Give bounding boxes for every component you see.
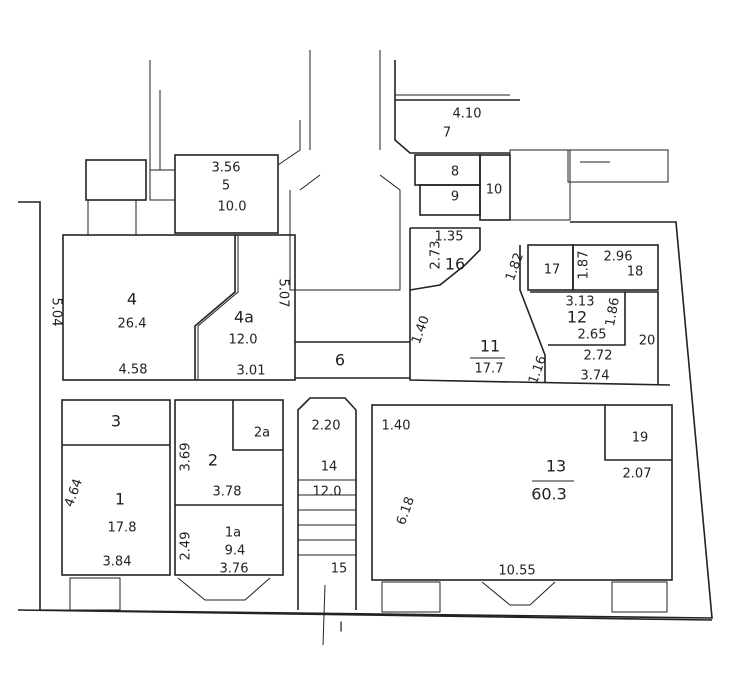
dim-label: 2.72 — [584, 349, 613, 364]
room-number: 14 — [321, 460, 338, 475]
dim-label: 2.49 — [179, 532, 194, 561]
room-number: 5 — [222, 179, 230, 194]
room-area: 10.0 — [218, 200, 247, 215]
dim-label: 1.16 — [526, 354, 550, 386]
room-number: 2a — [254, 426, 270, 441]
room-number: 17 — [544, 263, 561, 278]
dim-label: 1.40 — [382, 419, 411, 434]
room-area: 60.3 — [531, 485, 567, 504]
room-number: 2 — [208, 451, 218, 470]
dim-label: 5.04 — [49, 298, 64, 327]
dim-label: 2.73 — [429, 241, 444, 270]
dim-label: 2.96 — [604, 250, 633, 265]
dim-label: 1.82 — [503, 251, 527, 283]
room-number: 12 — [567, 308, 587, 327]
dim-label: 1.40 — [409, 314, 433, 346]
dim-label: 4.58 — [119, 363, 148, 378]
dim-label: 3.69 — [179, 443, 194, 472]
dim-label: 1.35 — [435, 230, 464, 245]
dim-label: 3.76 — [220, 562, 249, 577]
room-area: 26.4 — [118, 317, 147, 332]
dim-label: 4.64 — [62, 477, 86, 509]
entrance-marker: I — [339, 621, 343, 636]
room-number: 13 — [546, 457, 566, 476]
room-number: 8 — [451, 165, 459, 180]
room-number: 9 — [451, 190, 459, 205]
dim-label: 1.86 — [603, 296, 623, 327]
room-area: 12.0 — [313, 485, 342, 500]
room-number: 19 — [632, 431, 649, 446]
room-labels: 4.10 7 8 9 10 3.56 5 10.0 4 26.4 5.04 4.… — [49, 107, 656, 636]
dim-label: 3.01 — [237, 364, 266, 379]
dim-label: 3.78 — [213, 485, 242, 500]
room-number: 18 — [627, 265, 644, 280]
room-area: 17.7 — [475, 362, 504, 377]
room-number: 6 — [335, 351, 345, 370]
dim-label: 2.65 — [578, 328, 607, 343]
dim-label: 3.74 — [581, 369, 610, 384]
room-number: 4 — [127, 290, 137, 309]
dim-label: 3.84 — [103, 555, 132, 570]
room-number: 20 — [639, 334, 656, 349]
room-number: 16 — [445, 255, 465, 274]
room-number: 10 — [486, 183, 503, 198]
dim-label: 4.10 — [453, 107, 482, 122]
room-number: 11 — [480, 337, 500, 356]
room-area: 9.4 — [225, 544, 246, 559]
dim-label: 1.87 — [577, 251, 592, 280]
room-number: 4a — [234, 308, 254, 327]
dim-label: 5.07 — [276, 279, 291, 308]
room-number: 7 — [443, 126, 451, 141]
dim-label: 2.07 — [623, 467, 652, 482]
room-number: 15 — [331, 562, 348, 577]
dim-label: 2.20 — [312, 419, 341, 434]
dim-label: 10.55 — [498, 564, 535, 579]
room-area: 17.8 — [108, 521, 137, 536]
dim-label: 3.13 — [566, 295, 595, 310]
room-number: 1a — [225, 526, 241, 541]
room-number: 3 — [111, 412, 121, 431]
room-area: 12.0 — [229, 333, 258, 348]
room-number: 1 — [115, 490, 125, 509]
dim-label: 3.56 — [212, 161, 241, 176]
walls — [17, 50, 713, 646]
dim-label: 6.18 — [394, 495, 418, 527]
